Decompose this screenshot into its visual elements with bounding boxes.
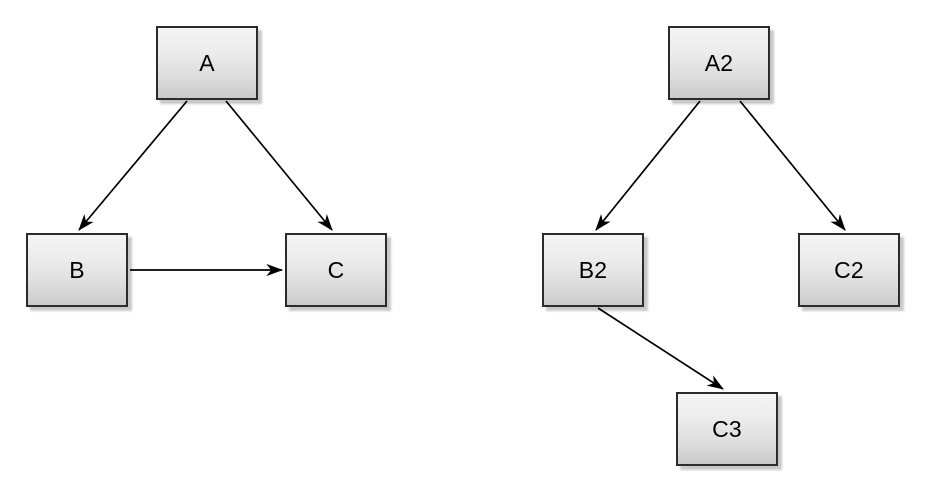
node-c3[interactable]: C3 bbox=[676, 392, 778, 466]
node-label: C bbox=[327, 256, 345, 283]
node-a2[interactable]: A2 bbox=[668, 26, 770, 100]
node-label: A2 bbox=[704, 49, 734, 76]
edge-a-to-b[interactable] bbox=[78, 100, 188, 231]
edge-a2-to-c2[interactable] bbox=[739, 100, 846, 231]
node-b2[interactable]: B2 bbox=[542, 233, 644, 307]
edge-a2-to-b2[interactable] bbox=[595, 100, 701, 231]
edge-b2-to-c3[interactable] bbox=[597, 307, 724, 390]
node-c[interactable]: C bbox=[285, 233, 387, 307]
node-label: B2 bbox=[578, 256, 608, 283]
node-c2[interactable]: C2 bbox=[798, 233, 900, 307]
node-a[interactable]: A bbox=[156, 26, 258, 100]
node-label: A bbox=[199, 49, 215, 76]
node-b[interactable]: B bbox=[26, 233, 128, 307]
node-label: B bbox=[69, 256, 85, 283]
node-label: C2 bbox=[834, 256, 864, 283]
node-label: C3 bbox=[712, 415, 742, 442]
edge-a-to-c[interactable] bbox=[225, 100, 333, 231]
